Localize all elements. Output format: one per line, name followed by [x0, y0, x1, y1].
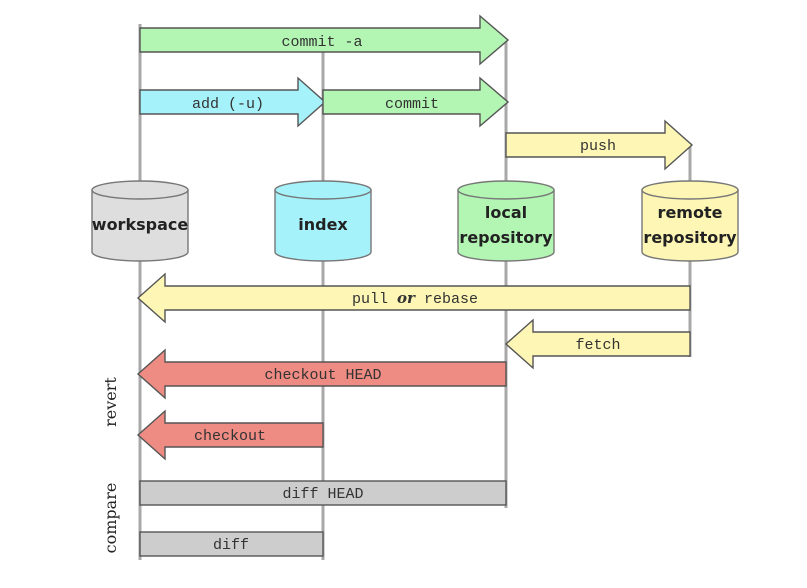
- revert-side-label: revert: [101, 377, 120, 427]
- pull-or-rebase-arrow: pull or rebase: [136, 272, 691, 324]
- commit-a-label: commit -a: [281, 34, 362, 51]
- rebase-text: rebase: [415, 291, 478, 308]
- diff-head-bar: diff HEAD: [139, 480, 507, 506]
- add-u-arrow: add (-u): [139, 76, 327, 128]
- diff-head-label: diff HEAD: [282, 486, 363, 503]
- pull-text: pull: [352, 291, 397, 308]
- local-repository-label-line2: repository: [459, 228, 553, 247]
- pull-or-rebase-label: pull or rebase: [352, 289, 478, 308]
- commit-a-arrow: commit -a: [139, 14, 510, 66]
- workspace-label: workspace: [92, 215, 189, 234]
- remote-repository-label-line1: remote: [658, 203, 723, 222]
- index-cylinder: index: [274, 180, 372, 262]
- add-u-label: add (-u): [192, 96, 264, 113]
- push-label: push: [580, 138, 616, 155]
- index-label: index: [298, 215, 348, 234]
- diff-bar: diff: [139, 531, 324, 557]
- workspace-cylinder: workspace: [91, 180, 189, 262]
- local-repository-cylinder: local repository: [457, 180, 555, 262]
- checkout-arrow: checkout: [136, 409, 324, 461]
- push-arrow: push: [505, 119, 694, 171]
- commit-arrow: commit: [322, 76, 510, 128]
- commit-label: commit: [385, 96, 439, 113]
- remote-repository-label-line2: repository: [643, 228, 737, 247]
- checkout-head-label: checkout HEAD: [264, 367, 381, 384]
- fetch-arrow: fetch: [504, 318, 691, 370]
- checkout-head-arrow: checkout HEAD: [136, 348, 507, 400]
- fetch-label: fetch: [575, 337, 620, 354]
- diff-label: diff: [213, 537, 249, 554]
- compare-side-label: compare: [101, 483, 120, 554]
- or-text: or: [397, 289, 416, 307]
- checkout-label: checkout: [194, 428, 266, 445]
- local-repository-label-line1: local: [485, 203, 527, 222]
- remote-repository-cylinder: remote repository: [641, 180, 739, 262]
